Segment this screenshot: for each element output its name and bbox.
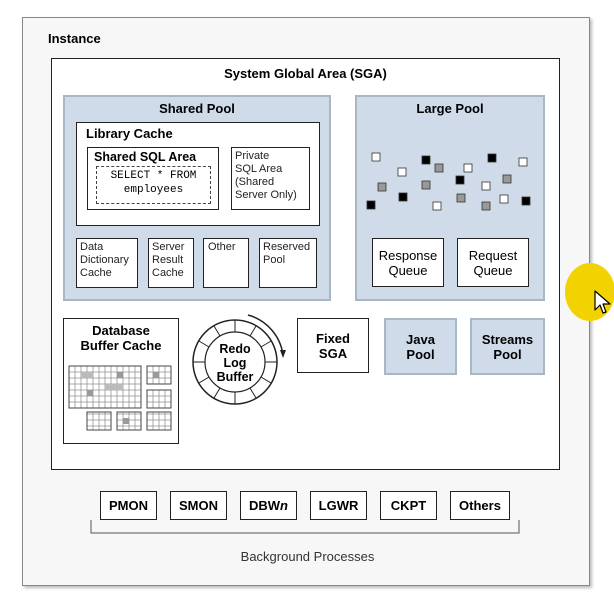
process-pmon: PMON	[100, 491, 157, 520]
process-ckpt: CKPT	[380, 491, 437, 520]
reserved-pool: Reserved Pool	[259, 238, 317, 288]
background-bracket	[90, 520, 520, 534]
redo-line2: Log	[223, 356, 247, 370]
sql-line-1: SELECT * FROM	[110, 170, 197, 182]
shared-sql-area-title: Shared SQL Area	[94, 150, 197, 164]
reserved-pool-line1: Reserved	[263, 241, 311, 253]
process-pmon-label: PMON	[109, 498, 148, 513]
data-dictionary-cache: Data Dictionary Cache	[76, 238, 138, 288]
streams-pool: Streams Pool	[470, 318, 545, 375]
reserved-pool-line2: Pool	[263, 254, 286, 266]
java-pool-line2: Pool	[406, 346, 435, 362]
sga-title: System Global Area (SGA)	[224, 66, 387, 81]
other-label: Other	[208, 241, 236, 253]
buffer-grid-graphic	[68, 365, 172, 431]
response-queue-line2: Queue	[388, 262, 428, 278]
process-others-label: Others	[459, 498, 501, 513]
library-cache-title: Library Cache	[86, 126, 173, 141]
process-others: Others	[450, 491, 510, 520]
streams-pool-line1: Streams	[481, 331, 534, 347]
process-smon: SMON	[170, 491, 227, 520]
streams-pool-line2: Pool	[493, 346, 522, 362]
mouse-cursor-icon	[594, 290, 611, 314]
shared-sql-area	[87, 147, 219, 210]
sql-statement-box	[96, 166, 211, 204]
process-lgwr: LGWR	[310, 491, 367, 520]
large-pool-title: Large Pool	[416, 101, 484, 116]
instance-label: Instance	[48, 31, 101, 46]
redo-line3: Buffer	[216, 370, 254, 384]
private-sql-area-line2: SQL Area	[235, 163, 283, 175]
fixed-sga: Fixed SGA	[297, 318, 369, 373]
private-sql-area-line3: (Shared	[235, 176, 275, 188]
private-sql-area: Private SQL Area (Shared Server Only)	[231, 147, 310, 210]
database-buffer-cache-line1: Database	[92, 323, 150, 338]
java-pool-line1: Java	[406, 331, 435, 347]
data-dictionary-cache-line3: Cache	[80, 267, 112, 279]
server-result-cache-line2: Result	[152, 254, 184, 266]
server-result-cache-line1: Server	[152, 241, 185, 253]
java-pool: Java Pool	[384, 318, 457, 375]
process-ckpt-label: CKPT	[390, 498, 427, 513]
sql-line-2: employees	[123, 184, 184, 196]
private-sql-area-line4: Server Only)	[235, 189, 297, 201]
request-queue-line1: Request	[468, 247, 518, 263]
large-pool-messages	[366, 152, 531, 211]
request-queue: Request Queue	[457, 238, 529, 287]
process-smon-label: SMON	[179, 498, 218, 513]
fixed-sga-line2: SGA	[318, 345, 348, 361]
database-buffer-cache-title: Database Buffer Cache	[63, 323, 179, 353]
server-result-cache: Server Result Cache	[148, 238, 194, 288]
data-dictionary-cache-line2: Dictionary	[80, 254, 129, 266]
shared-pool-title: Shared Pool	[159, 101, 235, 116]
response-queue: Response Queue	[372, 238, 444, 287]
request-queue-line2: Queue	[473, 262, 513, 278]
process-lgwr-label: LGWR	[318, 498, 359, 513]
redo-log-buffer-graphic	[192, 314, 286, 405]
process-dbwn-prefix: DBW	[249, 498, 281, 513]
fixed-sga-line1: Fixed	[316, 330, 350, 346]
background-processes-caption: Background Processes	[240, 549, 375, 564]
other-box: Other	[203, 238, 249, 288]
server-result-cache-line3: Cache	[152, 267, 184, 279]
data-dictionary-cache-line1: Data	[80, 241, 104, 253]
database-buffer-cache-line2: Buffer Cache	[80, 338, 162, 353]
redo-log-buffer-label: Redo Log Buffer	[205, 342, 265, 384]
redo-line1: Redo	[219, 342, 251, 356]
private-sql-area-line1: Private	[235, 150, 270, 162]
response-queue-line1: Response	[378, 247, 438, 263]
process-dbwn-suffix: n	[280, 498, 288, 513]
